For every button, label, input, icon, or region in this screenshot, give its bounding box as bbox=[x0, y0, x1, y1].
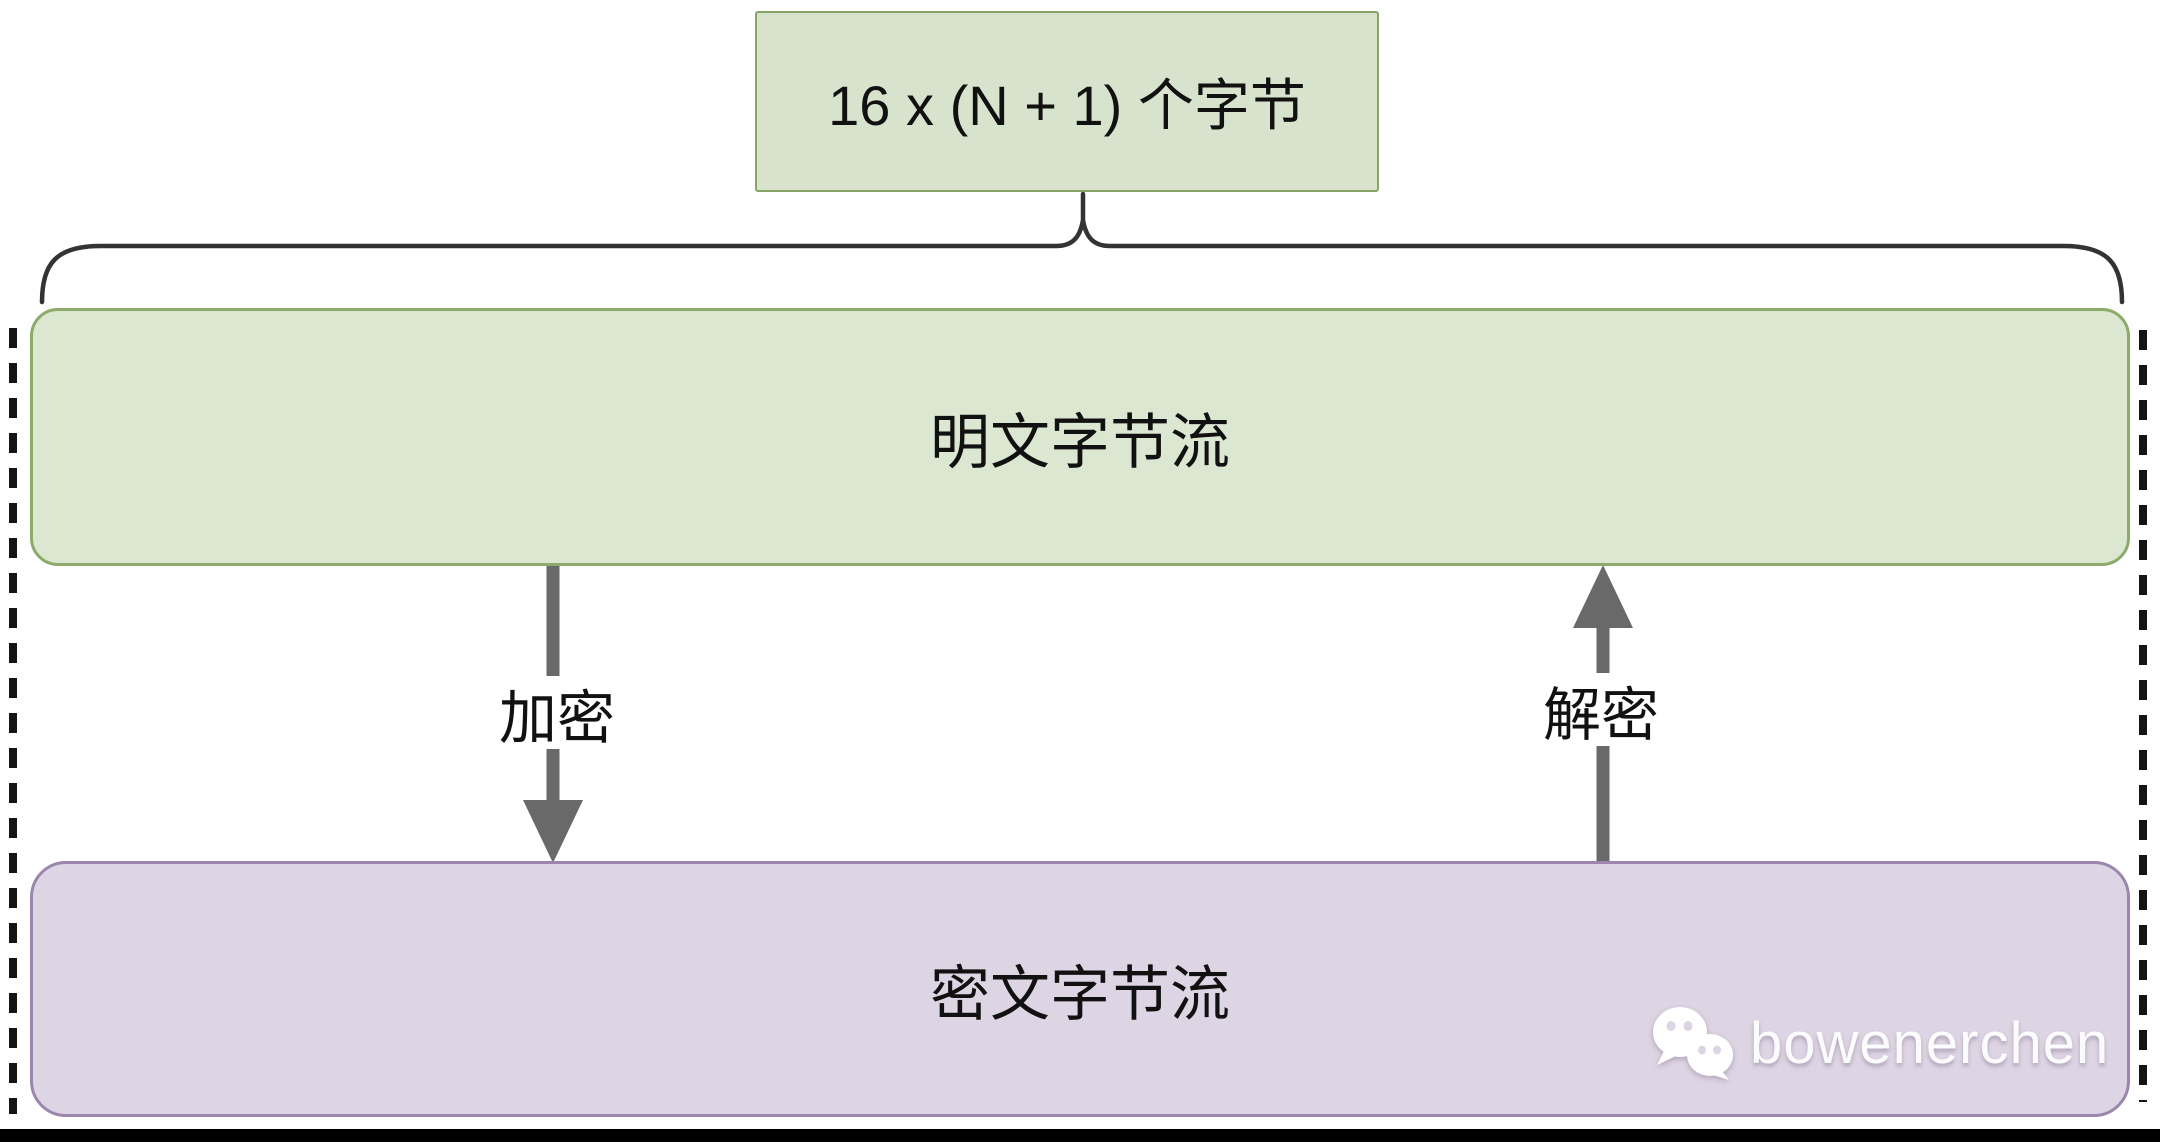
plaintext-label: 明文字节流 bbox=[930, 408, 1230, 476]
watermark-text: bowenerchen bbox=[1750, 1010, 2110, 1076]
overbrace bbox=[39, 191, 2125, 305]
ciphertext-label: 密文字节流 bbox=[930, 960, 1230, 1028]
plaintext-box: 明文字节流 bbox=[30, 308, 2130, 566]
decrypt-label: 解密 bbox=[1521, 673, 1681, 748]
watermark: bowenerchen bbox=[1652, 1002, 2109, 1084]
ciphertext-box: 密文字节流 bbox=[30, 861, 2130, 1117]
wechat-icon bbox=[1653, 1007, 1733, 1080]
bottom-bar bbox=[0, 1129, 2160, 1142]
byte-count-note: 16 x (N + 1) 个字节 bbox=[755, 11, 1379, 192]
byte-count-label: 16 x (N + 1) 个字节 bbox=[828, 74, 1306, 137]
encrypt-label: 加密 bbox=[477, 676, 637, 751]
